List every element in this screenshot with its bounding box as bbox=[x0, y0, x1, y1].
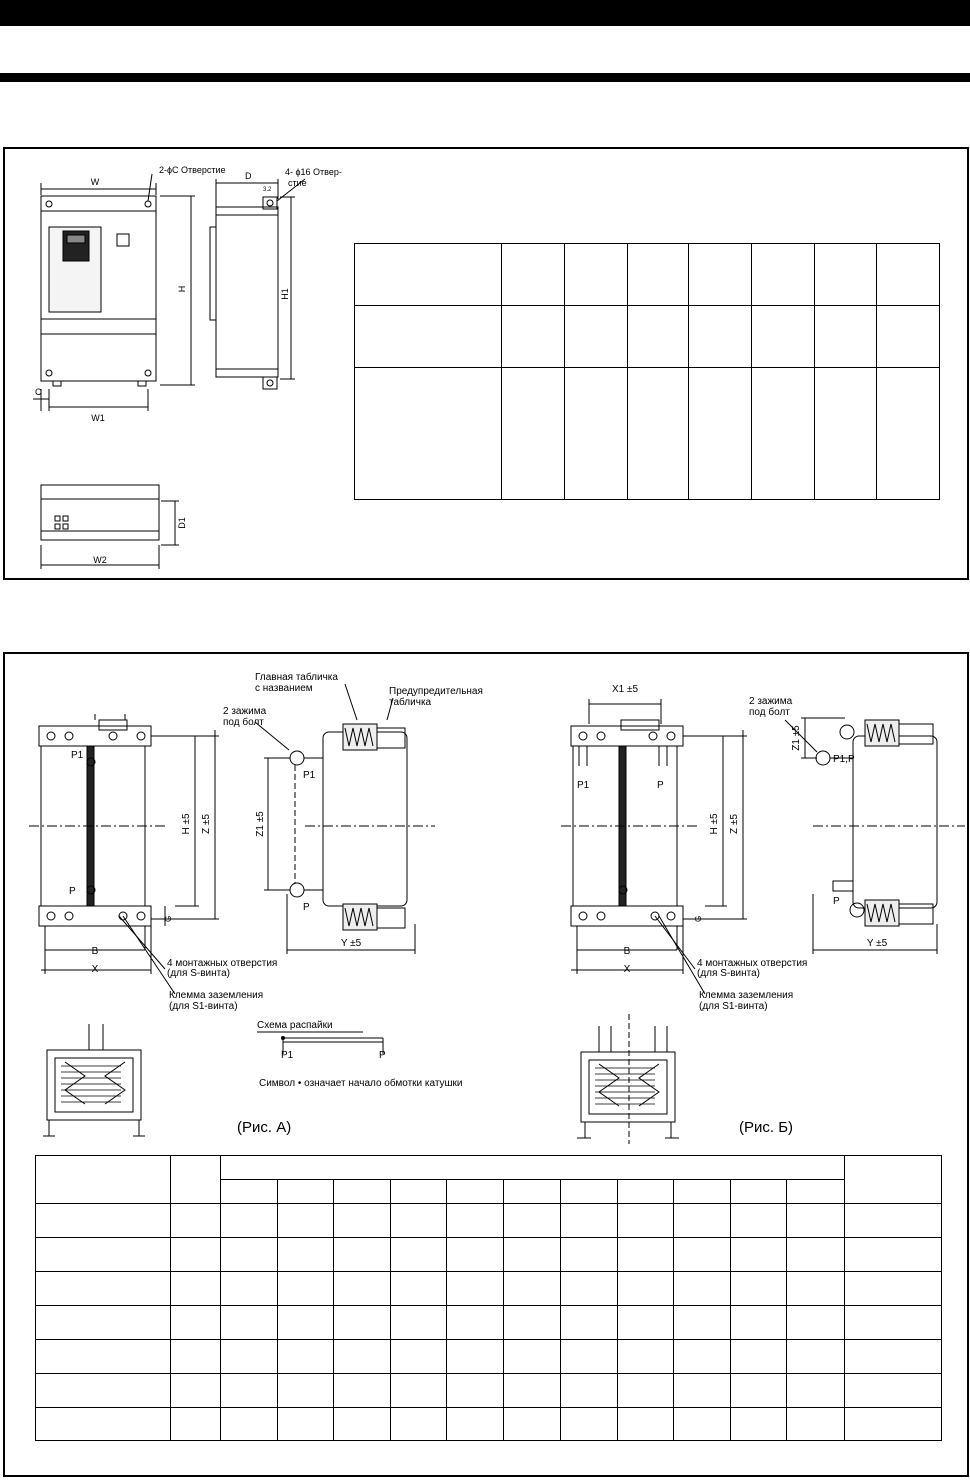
header-bar bbox=[0, 0, 970, 26]
fig-a-p1-front: P1 bbox=[71, 750, 84, 761]
fig-b-dim-z1: Z1 ±5 bbox=[791, 725, 802, 751]
clamps-a-label-2: под болт bbox=[223, 716, 264, 728]
fig-a-ground-1: Клемма заземления bbox=[169, 990, 263, 1001]
fig-a-mount-1: 4 монтажных отверстия bbox=[167, 958, 277, 969]
fig-a-p1-side: P1 bbox=[303, 770, 316, 781]
fig-b-dim-z: Z ±5 bbox=[729, 814, 740, 834]
fig-a-p-side: P bbox=[303, 902, 310, 913]
table-row bbox=[34, 1339, 943, 1374]
dim-small: 3.2 bbox=[263, 187, 272, 193]
fig-b-p-front: P bbox=[657, 780, 664, 791]
inverter-drawing: W 2-ϕC Отверстие H D 3.2 4- ϕ16 Отвер- с… bbox=[33, 165, 342, 569]
dim-w2: W2 bbox=[93, 555, 107, 565]
fig-b-mount-2: (для S-винта) bbox=[697, 968, 760, 979]
fig-b-mount-1: 4 монтажных отверстия bbox=[697, 958, 807, 969]
fig-a-mount-2: (для S-винта) bbox=[167, 968, 230, 979]
fig-b-dim-h: H ±5 bbox=[709, 813, 720, 834]
dim-w: W bbox=[91, 177, 100, 187]
fig-b-ground-1: Клемма заземления bbox=[699, 990, 793, 1001]
fig-a-dim-g: G bbox=[164, 916, 173, 922]
dim-c: C bbox=[35, 387, 42, 397]
fig-b-dim-x1: X1 ±5 bbox=[612, 684, 638, 695]
fig-a-dim-b: B bbox=[92, 946, 99, 957]
wiring-p1: P1 bbox=[281, 1050, 294, 1061]
dim-d1: D1 bbox=[177, 517, 187, 529]
table-row bbox=[354, 305, 940, 368]
header-rule bbox=[0, 73, 970, 82]
fig-b-dim-b: B bbox=[624, 946, 631, 957]
table-row bbox=[34, 1203, 943, 1238]
fig-a-ground-2: (для S1-винта) bbox=[169, 1001, 238, 1012]
fig-a-p-front: P bbox=[69, 886, 76, 897]
dim-h: H bbox=[177, 286, 187, 293]
fig-a-dim-h: H ±5 bbox=[181, 813, 192, 834]
reactor-dimensions-panel: Главная табличка с названием Предупредит… bbox=[3, 652, 969, 1477]
clamps-b-label-1: 2 зажима bbox=[749, 696, 793, 707]
fig-b-p1p-side: P1,P bbox=[833, 754, 855, 765]
table-row bbox=[34, 1407, 943, 1441]
warning-label-2: табличка bbox=[389, 696, 432, 708]
inverter-dimensions-panel: W 2-ϕC Отверстие H D 3.2 4- ϕ16 Отвер- с… bbox=[3, 147, 969, 580]
fig-b-p-side: P bbox=[833, 896, 840, 907]
fig-b-dim-g: G bbox=[694, 916, 703, 922]
hole-note: 2-ϕC Отверстие bbox=[159, 165, 226, 175]
fig-b-dim-x: X bbox=[624, 964, 631, 975]
dim-d: D bbox=[245, 171, 252, 181]
nameplate-label-2: с названием bbox=[255, 683, 313, 694]
wiring-p: P bbox=[379, 1050, 386, 1061]
wiring-note: Символ • означает начало обмотки катушки bbox=[259, 1077, 463, 1089]
reactor-drawing: Главная табличка с названием Предупредит… bbox=[29, 671, 965, 1144]
table-header-row bbox=[34, 1155, 943, 1204]
table-row bbox=[34, 1237, 943, 1272]
clamps-a-label-1: 2 зажима bbox=[223, 706, 267, 717]
table-row bbox=[354, 243, 940, 306]
fig-b-caption: (Рис. Б) bbox=[739, 1119, 793, 1136]
dim-w1: W1 bbox=[91, 413, 105, 423]
table-row bbox=[34, 1271, 943, 1306]
fig-a-dim-z1: Z1 ±5 bbox=[255, 811, 266, 837]
hole16-note-1: 4- ϕ16 Отвер- bbox=[285, 167, 342, 177]
winding-start-dot-icon bbox=[281, 1036, 285, 1040]
fig-b-p1-front: P1 bbox=[577, 780, 590, 791]
hole16-note-2: стие bbox=[288, 178, 307, 188]
table-row bbox=[354, 367, 940, 500]
dim-h1: H1 bbox=[280, 288, 290, 300]
fig-b-dim-y: Y ±5 bbox=[867, 938, 888, 949]
clamps-b-label-2: под болт bbox=[749, 706, 790, 718]
nameplate-label-1: Главная табличка bbox=[255, 671, 338, 683]
wiring-title: Схема распайки bbox=[257, 1020, 333, 1031]
inverter-dimensions-table bbox=[354, 243, 940, 500]
fig-a-caption: (Рис. А) bbox=[237, 1119, 291, 1136]
table-row bbox=[34, 1373, 943, 1408]
warning-label-1: Предупредительная bbox=[389, 686, 483, 697]
fig-a-dim-x: X bbox=[92, 964, 99, 975]
fig-a-dim-y: Y ±5 bbox=[341, 938, 362, 949]
fig-a-dim-z: Z ±5 bbox=[201, 814, 212, 834]
fig-b-ground-2: (для S1-винта) bbox=[699, 1001, 768, 1012]
reactor-dimensions-table bbox=[34, 1155, 943, 1441]
table-row bbox=[34, 1305, 943, 1340]
